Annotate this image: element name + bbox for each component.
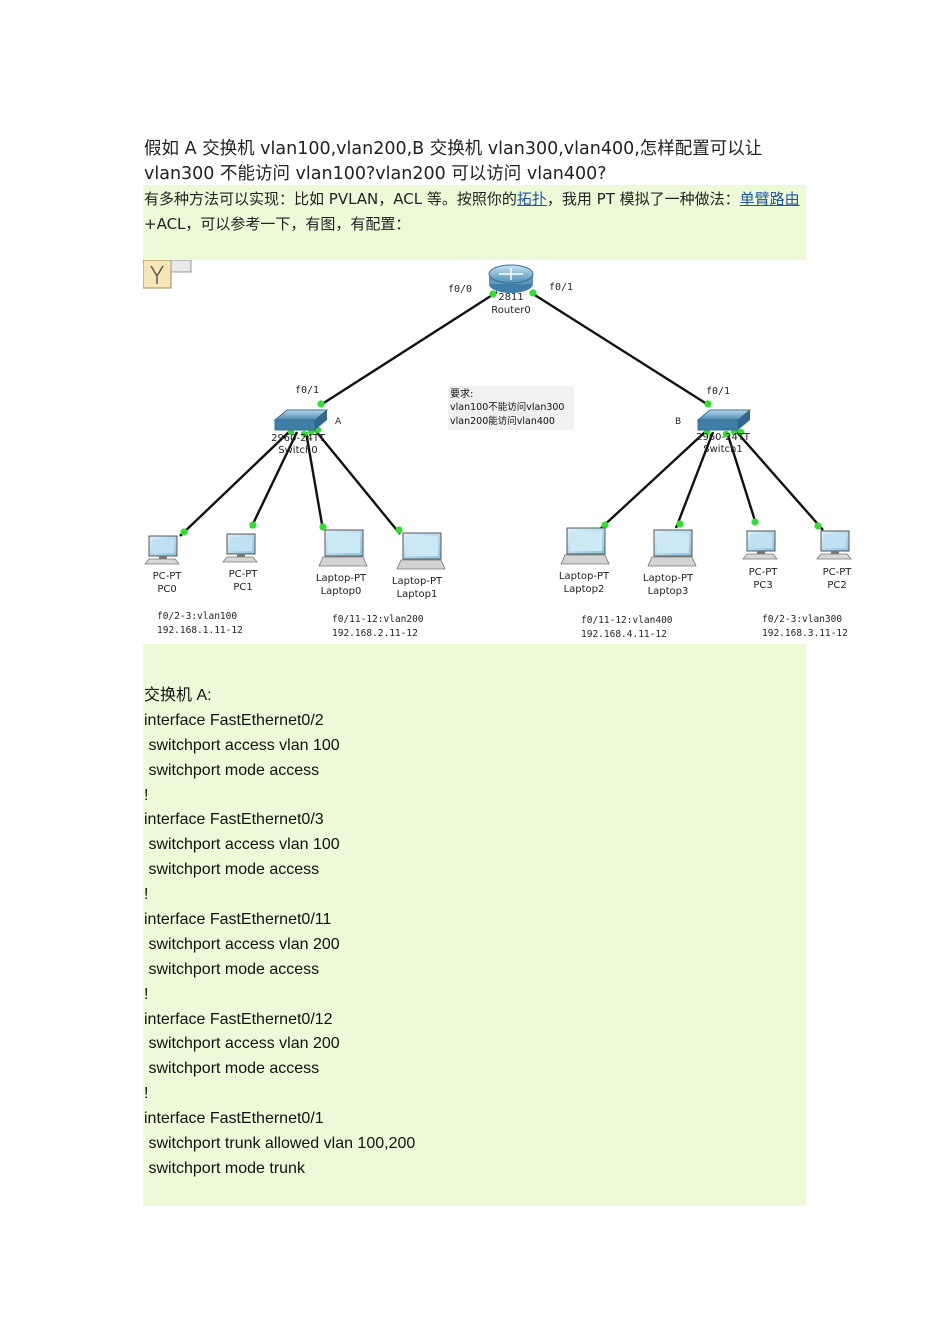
config-line: switchport access vlan 100: [144, 736, 340, 754]
switch-a-model: 2960-24TT: [271, 433, 326, 444]
laptop2-name: Laptop2: [564, 584, 605, 595]
config-line: switchport access vlan 200: [144, 1035, 340, 1053]
requirement-line-1: vlan100不能访问vlan300: [450, 401, 564, 413]
requirement-title: 要求:: [450, 388, 473, 400]
config-line: switchport mode access: [144, 861, 320, 879]
config-line: !: [144, 1085, 149, 1103]
pc3-type: PC-PT: [749, 567, 779, 578]
answer-part-1: 有多种方法可以实现：比如 PVLAN，ACL 等。按照你的: [144, 190, 517, 208]
switch-a-letter: A: [335, 417, 342, 427]
laptop2-icon: [560, 527, 610, 565]
config-line: switchport mode trunk: [144, 1159, 305, 1177]
config-background: [143, 644, 806, 1206]
note-vlan400-port: f0/11-12:vlan400: [581, 615, 673, 626]
config-line: interface FastEthernet0/1: [144, 1110, 324, 1128]
link-status-dots: [180, 289, 822, 536]
router-model: 2811: [498, 292, 523, 303]
switch-a-config: 交换机 A: interface FastEthernet0/2 switchp…: [144, 684, 804, 1182]
laptop0-type: Laptop-PT: [316, 573, 367, 584]
note-vlan300-ip: 192.168.3.11-12: [762, 628, 848, 639]
laptop1-icon: [396, 532, 446, 570]
config-line: switchport mode access: [144, 761, 320, 779]
router-port-right: f0/1: [549, 282, 573, 293]
network-topology-diagram: 2811 Router0 f0/0 f0/1 2960-24TT Switch0…: [143, 260, 853, 640]
switch-a-name: Switch0: [278, 445, 317, 456]
switch-a-uplink: f0/1: [295, 385, 319, 396]
requirement-note-bg: [448, 386, 574, 430]
switch-b-uplink: f0/1: [706, 386, 730, 397]
router-name: Router0: [491, 305, 531, 316]
pc2-icon: [816, 530, 852, 560]
note-vlan300-port: f0/2-3:vlan300: [762, 614, 842, 625]
router-icon: [488, 264, 534, 293]
config-line: interface FastEthernet0/3: [144, 811, 324, 829]
pc2-name: PC2: [827, 580, 846, 591]
router-port-left: f0/0: [448, 284, 472, 295]
config-line: switchport access vlan 200: [144, 935, 340, 953]
laptop1-type: Laptop-PT: [392, 576, 443, 587]
tool-icon: [143, 260, 192, 289]
answer-text: 有多种方法可以实现：比如 PVLAN，ACL 等。按照你的拓扑，我用 PT 模拟…: [144, 187, 808, 237]
router-on-stick-link[interactable]: 单臂路由: [739, 190, 800, 208]
pc3-name: PC3: [753, 580, 772, 591]
answer-background: [143, 185, 806, 260]
laptop3-icon: [647, 529, 697, 567]
config-line: !: [144, 886, 149, 904]
note-vlan200-ip: 192.168.2.11-12: [332, 628, 418, 639]
pc0-type: PC-PT: [153, 571, 183, 582]
laptop0-icon: [318, 529, 368, 567]
laptop0-name: Laptop0: [321, 586, 362, 597]
question-line-2: vlan300 不能访问 vlan100?vlan200 可以访问 vlan40…: [144, 164, 607, 184]
pc2-type: PC-PT: [823, 567, 853, 578]
pc1-name: PC1: [233, 582, 252, 593]
config-line: switchport mode access: [144, 1060, 320, 1078]
pc1-icon: [222, 533, 258, 563]
note-vlan100-ip: 192.168.1.11-12: [157, 625, 243, 636]
note-vlan400-ip: 192.168.4.11-12: [581, 629, 667, 640]
question-line-1: 假如 A 交换机 vlan100,vlan200,B 交换机 vlan300,v…: [144, 139, 763, 159]
switch-a-icon: [273, 409, 329, 431]
switch-b-icon: [696, 409, 752, 431]
config-line: !: [144, 985, 149, 1003]
network-links: [179, 290, 824, 537]
config-line: !: [144, 786, 149, 804]
config-heading: 交换机 A:: [144, 687, 212, 704]
pc3-icon: [742, 530, 778, 560]
config-line: interface FastEthernet0/2: [144, 711, 324, 729]
answer-part-2: ，我用 PT 模拟了一种做法：: [546, 190, 740, 208]
switch-b-name: Switch1: [703, 444, 742, 455]
config-line: switchport mode access: [144, 960, 320, 978]
topology-link[interactable]: 拓扑: [516, 190, 547, 208]
pc0-icon: [144, 535, 180, 565]
switch-b-model: 2960-24TT: [696, 432, 751, 443]
switch-b-letter: B: [675, 417, 681, 427]
config-line: switchport trunk allowed vlan 100,200: [144, 1135, 416, 1153]
config-line: switchport access vlan 100: [144, 836, 340, 854]
pc0-name: PC0: [157, 584, 176, 595]
laptop1-name: Laptop1: [397, 589, 438, 600]
note-vlan100-port: f0/2-3:vlan100: [157, 611, 237, 622]
laptop3-name: Laptop3: [648, 586, 689, 597]
config-line: interface FastEthernet0/11: [144, 911, 332, 929]
requirement-line-2: vlan200能访问vlan400: [450, 415, 555, 427]
laptop2-type: Laptop-PT: [559, 571, 610, 582]
note-vlan200-port: f0/11-12:vlan200: [332, 614, 424, 625]
laptop3-type: Laptop-PT: [643, 573, 694, 584]
config-line: interface FastEthernet0/12: [144, 1010, 333, 1028]
answer-part-3: +ACL，可以参考一下，有图，有配置：: [144, 215, 411, 233]
pc1-type: PC-PT: [229, 569, 259, 580]
question-title: 假如 A 交换机 vlan100,vlan200,B 交换机 vlan300,v…: [144, 137, 824, 187]
